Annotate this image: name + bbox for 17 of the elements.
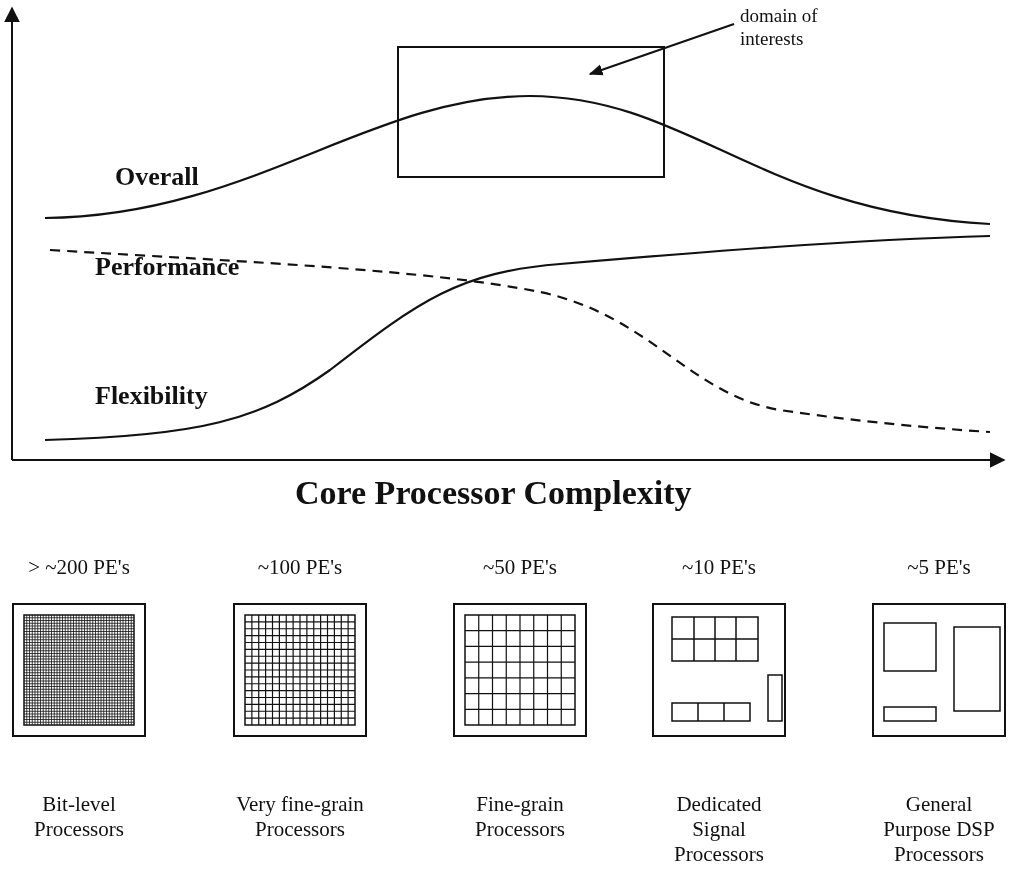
pe-count-label: ~5 PE's	[906, 555, 972, 580]
curve-label: Flexibility	[95, 381, 208, 411]
annotation-text: domain of interests	[740, 4, 840, 50]
curve-label: Overall	[115, 162, 199, 192]
region-box	[397, 46, 665, 178]
pe-count-label: > ~200 PE's	[27, 555, 131, 580]
pe-count-label: ~100 PE's	[256, 555, 344, 580]
processor-type-label: Dedicated Signal Processors	[673, 792, 765, 867]
processor-type-label: Very fine-grain Processors	[235, 792, 365, 842]
pe-count-label: ~10 PE's	[680, 555, 758, 580]
processor-type-label: General Purpose DSP Processors	[882, 792, 996, 867]
pe-count-label: ~50 PE's	[481, 555, 559, 580]
leader-arrow	[588, 23, 735, 76]
processor-type-label: Fine-grain Processors	[474, 792, 566, 842]
curve-label: Performance	[95, 252, 240, 282]
processor-type-label: Bit-level Processors	[33, 792, 125, 842]
axis-title: Core Processor Complexity	[295, 474, 692, 512]
